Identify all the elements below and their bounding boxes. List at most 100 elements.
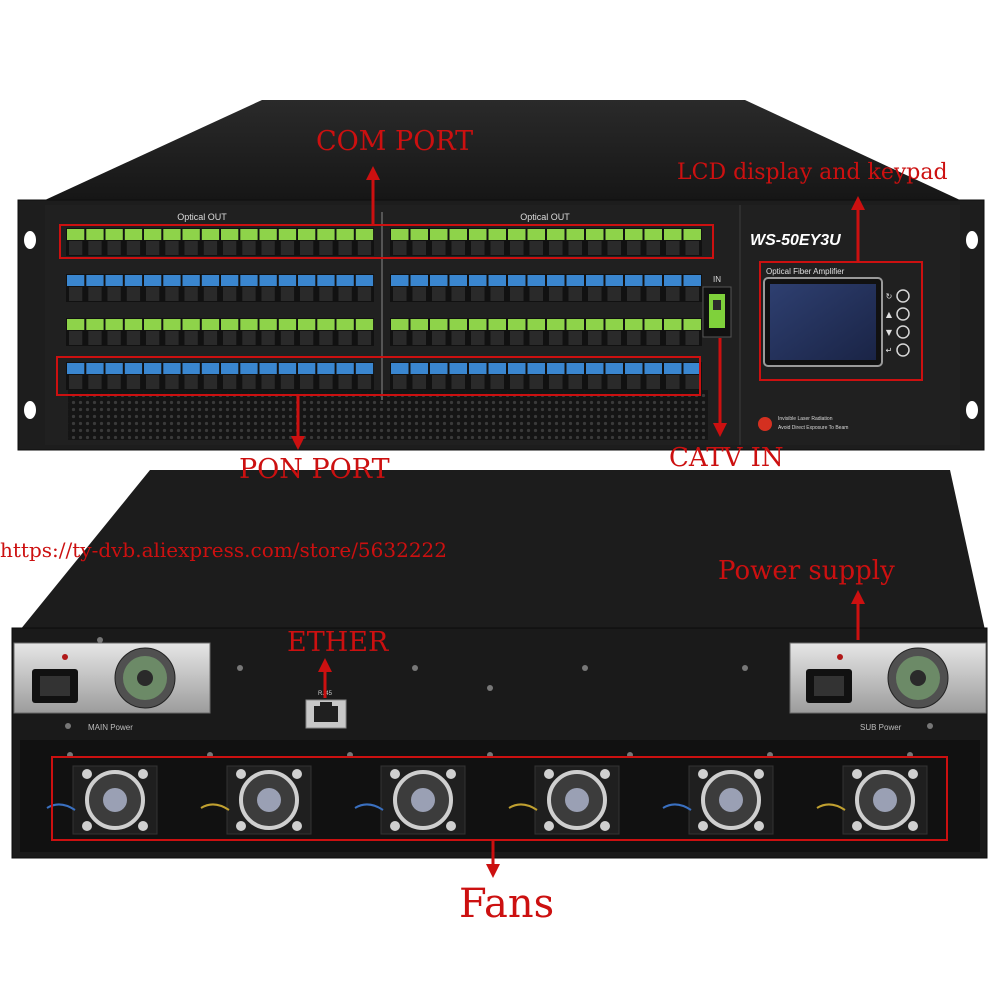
adapter-latch: [412, 331, 426, 345]
adapter-latch: [432, 241, 446, 255]
adapter-latch: [223, 375, 237, 389]
adapter-latch: [300, 287, 314, 301]
down-arrow-icon: ▼: [886, 328, 893, 337]
sc-adapter: [86, 229, 104, 240]
fans-callout: Fans: [459, 881, 555, 927]
adapter-latch: [146, 287, 160, 301]
sc-adapter: [586, 319, 604, 330]
adapter-latch: [393, 375, 407, 389]
sc-adapter: [625, 319, 643, 330]
adapter-latch: [549, 331, 563, 345]
sc-adapter: [469, 363, 487, 374]
sc-adapter: [664, 229, 682, 240]
adapter-latch: [338, 375, 352, 389]
sc-adapter: [124, 275, 143, 286]
sc-adapter: [298, 229, 316, 240]
adapter-latch: [223, 331, 237, 345]
sc-adapter: [547, 275, 565, 286]
fans-box: [51, 756, 948, 841]
sc-adapter: [605, 229, 623, 240]
fan-screw: [600, 769, 610, 779]
adapter-latch: [107, 241, 121, 255]
adapter-latch: [126, 331, 141, 345]
adapter-latch: [607, 287, 621, 301]
com-port-box: [59, 224, 714, 259]
adapter-latch: [646, 331, 660, 345]
fan-screw: [698, 769, 708, 779]
sc-adapter: [298, 275, 316, 286]
sc-adapter: [86, 319, 104, 330]
store-url: https://ty-dvb.aliexpress.com/store/5632…: [0, 538, 448, 562]
fan-wire: [816, 803, 846, 811]
sc-adapter: [430, 363, 448, 374]
fan-wire: [46, 803, 76, 811]
sc-adapter: [355, 319, 374, 330]
adapter-latch: [338, 331, 352, 345]
keypad: ↻ ▲ ▼ ↵: [886, 289, 910, 357]
adapter-latch: [666, 375, 680, 389]
adapter-latch: [393, 331, 407, 345]
sc-adapter: [644, 229, 662, 240]
catv-in-port: [702, 286, 732, 338]
fan-bank: [46, 765, 928, 835]
adapter-latch: [627, 241, 641, 255]
fan-screw: [82, 769, 92, 779]
adapter-latch: [261, 287, 275, 301]
sc-adapter: [391, 229, 409, 240]
sc-adapter: [586, 363, 604, 374]
annotation-arrows: [291, 166, 865, 878]
sc-adapter: [625, 363, 643, 374]
sc-adapter: [547, 363, 565, 374]
fan-wire: [200, 803, 230, 811]
adapter-latch: [646, 375, 660, 389]
sc-adapter: [410, 229, 428, 240]
adapter-latch: [451, 331, 465, 345]
power-supply-callout: Power supply: [718, 556, 895, 586]
fan-screw: [138, 821, 148, 831]
adapter-latch: [510, 375, 524, 389]
sc-adapter: [163, 363, 181, 374]
sc-adapter: [278, 319, 297, 330]
fan-screw: [908, 821, 918, 831]
esc-icon: ↻: [886, 292, 893, 301]
sc-adapter: [298, 363, 316, 374]
sc-adapter: [488, 275, 506, 286]
adapter-latch: [126, 287, 141, 301]
fan-screw: [852, 821, 862, 831]
adapter-latch: [165, 287, 179, 301]
adapter-latch: [432, 331, 446, 345]
model-label: WS-50EY3U: [750, 232, 841, 249]
fan-screw: [390, 821, 400, 831]
sc-adapter: [163, 229, 181, 240]
pon-port-box: [56, 356, 701, 396]
adapter-latch: [432, 287, 446, 301]
adapter-latch: [490, 287, 504, 301]
adapter-latch: [165, 375, 179, 389]
sc-adapter: [449, 229, 467, 240]
keypad-button-1: [896, 289, 910, 303]
optical-out-label-left: Optical OUT: [177, 212, 227, 222]
sc-adapter: [317, 363, 335, 374]
sc-adapter: [469, 319, 487, 330]
adapter-latch: [319, 241, 333, 255]
fan-screw: [754, 769, 764, 779]
in-label: IN: [713, 275, 721, 284]
pon-port-callout: PON PORT: [239, 454, 390, 485]
adapter-latch: [69, 287, 83, 301]
adapter-latch: [280, 241, 295, 255]
adapter-latch: [685, 241, 699, 255]
main-power-supply: [13, 642, 211, 714]
fan-screw: [390, 769, 400, 779]
adapter-latch: [184, 375, 198, 389]
keypad-button-3: [896, 325, 910, 339]
sc-adapter: [664, 275, 682, 286]
fan-screw: [446, 821, 456, 831]
sc-adapter: [355, 275, 374, 286]
sc-adapter: [586, 275, 604, 286]
ether-callout: ETHER: [287, 627, 389, 658]
sc-adapter: [336, 229, 354, 240]
adapter-latch: [471, 375, 485, 389]
sc-adapter: [67, 363, 85, 374]
sc-adapter: [547, 319, 565, 330]
adapter-latch: [432, 375, 446, 389]
